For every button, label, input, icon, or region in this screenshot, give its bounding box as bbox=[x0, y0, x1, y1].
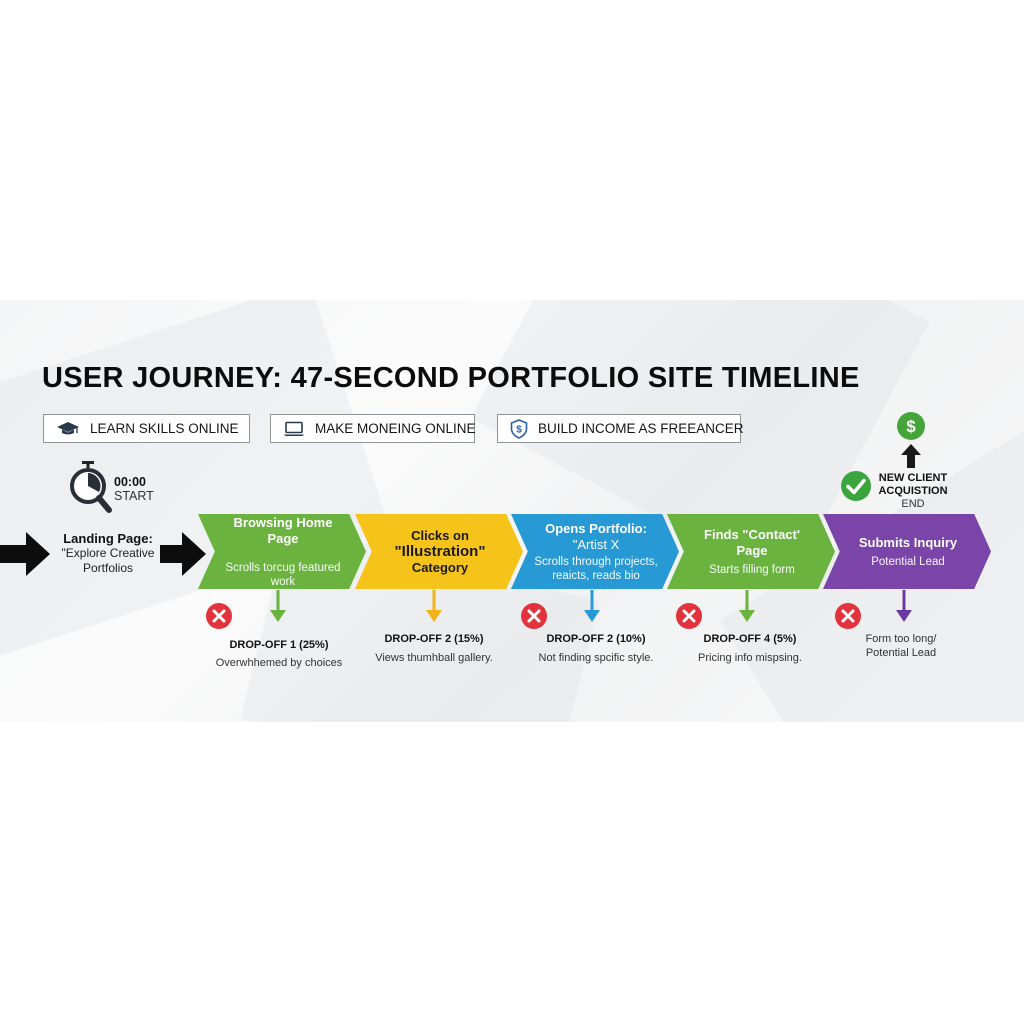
stopwatch-magnifier-icon bbox=[70, 461, 112, 513]
step-submits-inquiry: Submits Inquiry Potential Lead bbox=[823, 514, 991, 589]
end-line-2: ACQUISTION bbox=[878, 485, 948, 497]
flow-arrow-icon bbox=[160, 532, 206, 576]
step-browsing-home-page: Browsing Home Page Scrolls torcug featur… bbox=[198, 514, 366, 589]
dropoff-2-reason: Views thumhball gallery. bbox=[375, 652, 493, 664]
dollar-coin-icon: $ bbox=[897, 412, 925, 440]
step-heading-line-3: Category bbox=[411, 559, 469, 575]
step-detail-line-2: reaicts, reads bio bbox=[552, 569, 640, 582]
graduation-cap-icon bbox=[57, 421, 79, 434]
step-finds-contact-page: Finds "Contact' Page Starts filling form bbox=[667, 514, 835, 589]
dropoff-arrow-icon bbox=[739, 590, 755, 622]
dropoff-1-reason: Overwhhemed by choices bbox=[215, 657, 343, 669]
dropoff-arrow-icon bbox=[584, 590, 600, 622]
step-heading: Submits Inquiry bbox=[858, 534, 958, 550]
start-time: 00:00 bbox=[114, 475, 146, 489]
dropoff-1-label: DROP-OFF 1 (25%) bbox=[229, 639, 329, 651]
dropoff-4-reason: Pricing info mispsing. bbox=[698, 652, 802, 664]
step-detail: Starts filling form bbox=[709, 563, 795, 576]
step-detail-line-1: Scrolls through projects, bbox=[534, 555, 658, 568]
step-heading: Browsing Home Page bbox=[233, 514, 333, 546]
tag-build-income: $ BUILD INCOME AS FREEANCER bbox=[497, 414, 744, 443]
step-heading-line-2: "Illustration" bbox=[394, 542, 486, 560]
end-line-3: END bbox=[901, 498, 925, 510]
success-check-icon bbox=[841, 471, 871, 501]
up-arrow-icon bbox=[901, 444, 921, 468]
landing-page-step: Landing Page: "Explore Creative Portfoli… bbox=[56, 531, 160, 576]
entry-arrow-icon bbox=[0, 532, 50, 576]
dropoff-arrow-icon bbox=[270, 590, 286, 622]
step-clicks-illustration: Clicks on "Illustration" Category bbox=[355, 514, 523, 589]
tag-label: BUILD INCOME AS FREEANCER bbox=[538, 421, 744, 436]
dropoff-2-label: DROP-OFF 2 (15%) bbox=[384, 633, 484, 645]
tag-label: LEARN SKILLS ONLINE bbox=[90, 421, 239, 436]
tag-make-money: MAKE MONEING ONLINE bbox=[270, 414, 476, 443]
dropoff-5-reason: Form too long/ Potential Lead bbox=[816, 632, 986, 660]
end-label: NEW CLIENT ACQUISTION END bbox=[872, 472, 954, 511]
start-timestamp: 00:00 START bbox=[114, 475, 154, 503]
dropoff-x-icon bbox=[676, 603, 702, 629]
tag-label: MAKE MONEING ONLINE bbox=[315, 421, 476, 436]
end-line-1: NEW CLIENT bbox=[878, 472, 948, 484]
shield-dollar-icon: $ bbox=[510, 418, 528, 439]
svg-text:$: $ bbox=[516, 424, 522, 435]
step-detail: Scrolls torcug featured work bbox=[225, 561, 341, 588]
dropoff-5-reason-line-1: Form too long/ bbox=[865, 633, 937, 645]
step-heading: Finds "Contact' Page bbox=[704, 526, 800, 558]
dropoff-x-icon bbox=[835, 603, 861, 629]
step-heading-line-1: Clicks on bbox=[411, 527, 469, 543]
step-heading-line-2: "Artist X bbox=[572, 536, 620, 552]
dropoff-x-icon bbox=[206, 603, 232, 629]
diagram-title: USER JOURNEY: 47-SECOND PORTFOLIO SITE T… bbox=[42, 362, 860, 394]
dropoff-4-label: DROP-OFF 4 (5%) bbox=[703, 633, 797, 645]
start-label: START bbox=[114, 489, 154, 503]
step-opens-portfolio: Opens Portfolio: "Artist X Scrolls throu… bbox=[511, 514, 679, 589]
dropoff-5-reason-line-2: Potential Lead bbox=[865, 647, 937, 659]
dropoff-3-reason: Not finding spcific style. bbox=[538, 652, 654, 664]
dollar-symbol: $ bbox=[906, 417, 916, 436]
diagram-background bbox=[0, 300, 1024, 722]
dropoff-arrow-icon bbox=[426, 590, 442, 622]
landing-line-2: Portfolios bbox=[82, 561, 134, 575]
laptop-icon bbox=[284, 421, 304, 436]
step-detail: Potential Lead bbox=[871, 555, 945, 568]
dropoff-3-label: DROP-OFF 2 (10%) bbox=[546, 633, 646, 645]
tag-learn-skills: LEARN SKILLS ONLINE bbox=[43, 414, 250, 443]
step-heading-line-1: Opens Portfolio: bbox=[545, 520, 647, 536]
landing-heading: Landing Page: bbox=[63, 531, 153, 546]
dropoff-x-icon bbox=[521, 603, 547, 629]
dropoff-arrow-icon bbox=[896, 590, 912, 622]
landing-line-1: "Explore Creative bbox=[61, 546, 155, 560]
